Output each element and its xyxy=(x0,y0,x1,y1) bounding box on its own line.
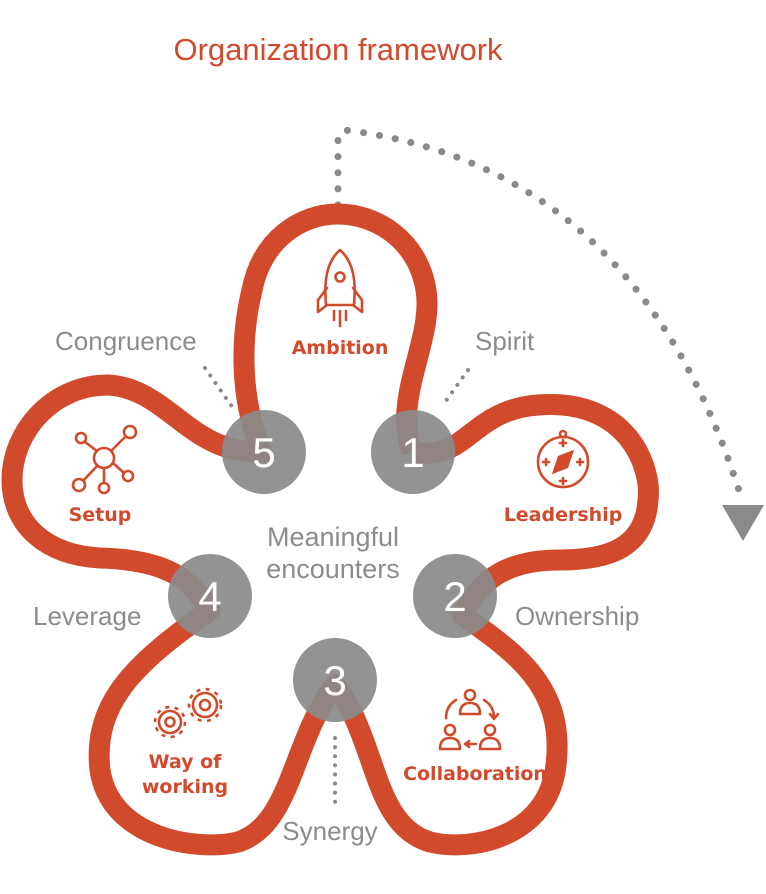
value-label-synergy: Synergy xyxy=(282,816,377,846)
people-cycle-icon xyxy=(438,688,502,751)
step-number-2: 2 xyxy=(443,573,466,620)
step-circle-4: 4 xyxy=(168,554,252,638)
gears-icon xyxy=(153,687,223,739)
congruence-connector xyxy=(203,366,235,410)
step-circle-2: 2 xyxy=(413,554,497,638)
value-label-spirit: Spirit xyxy=(475,326,535,356)
center-label-line1: Meaningful xyxy=(267,522,399,552)
petal-label-leadership: Leadership xyxy=(504,504,623,526)
cycle-arrow xyxy=(334,126,764,541)
step-circle-3: 3 xyxy=(293,638,377,722)
arrow-head-icon xyxy=(722,505,764,541)
step-number-4: 4 xyxy=(198,573,221,620)
petal-label-ambition: Ambition xyxy=(292,337,389,359)
center-label-line2: encounters xyxy=(266,554,400,584)
petal-label-way-of-working-line1: Way of xyxy=(149,751,223,773)
value-label-leverage: Leverage xyxy=(33,601,141,631)
petal-ribbon xyxy=(1,203,659,856)
petal-label-collaboration: Collaboration xyxy=(403,763,547,785)
rocket-icon xyxy=(316,248,364,328)
step-circle-1: 1 xyxy=(371,410,455,494)
step-circle-5: 5 xyxy=(222,410,306,494)
value-label-congruence: Congruence xyxy=(55,326,197,356)
step-number-3: 3 xyxy=(323,657,346,704)
petal-label-way-of-working-line2: working xyxy=(142,776,228,798)
compass-icon xyxy=(536,429,590,489)
petal-label-setup: Setup xyxy=(69,504,132,526)
step-number-5: 5 xyxy=(252,429,275,476)
value-label-ownership: Ownership xyxy=(515,601,639,631)
network-icon xyxy=(71,424,138,495)
spirit-connector xyxy=(441,368,470,407)
step-number-1: 1 xyxy=(401,429,424,476)
page-title: Organization framework xyxy=(173,32,503,67)
